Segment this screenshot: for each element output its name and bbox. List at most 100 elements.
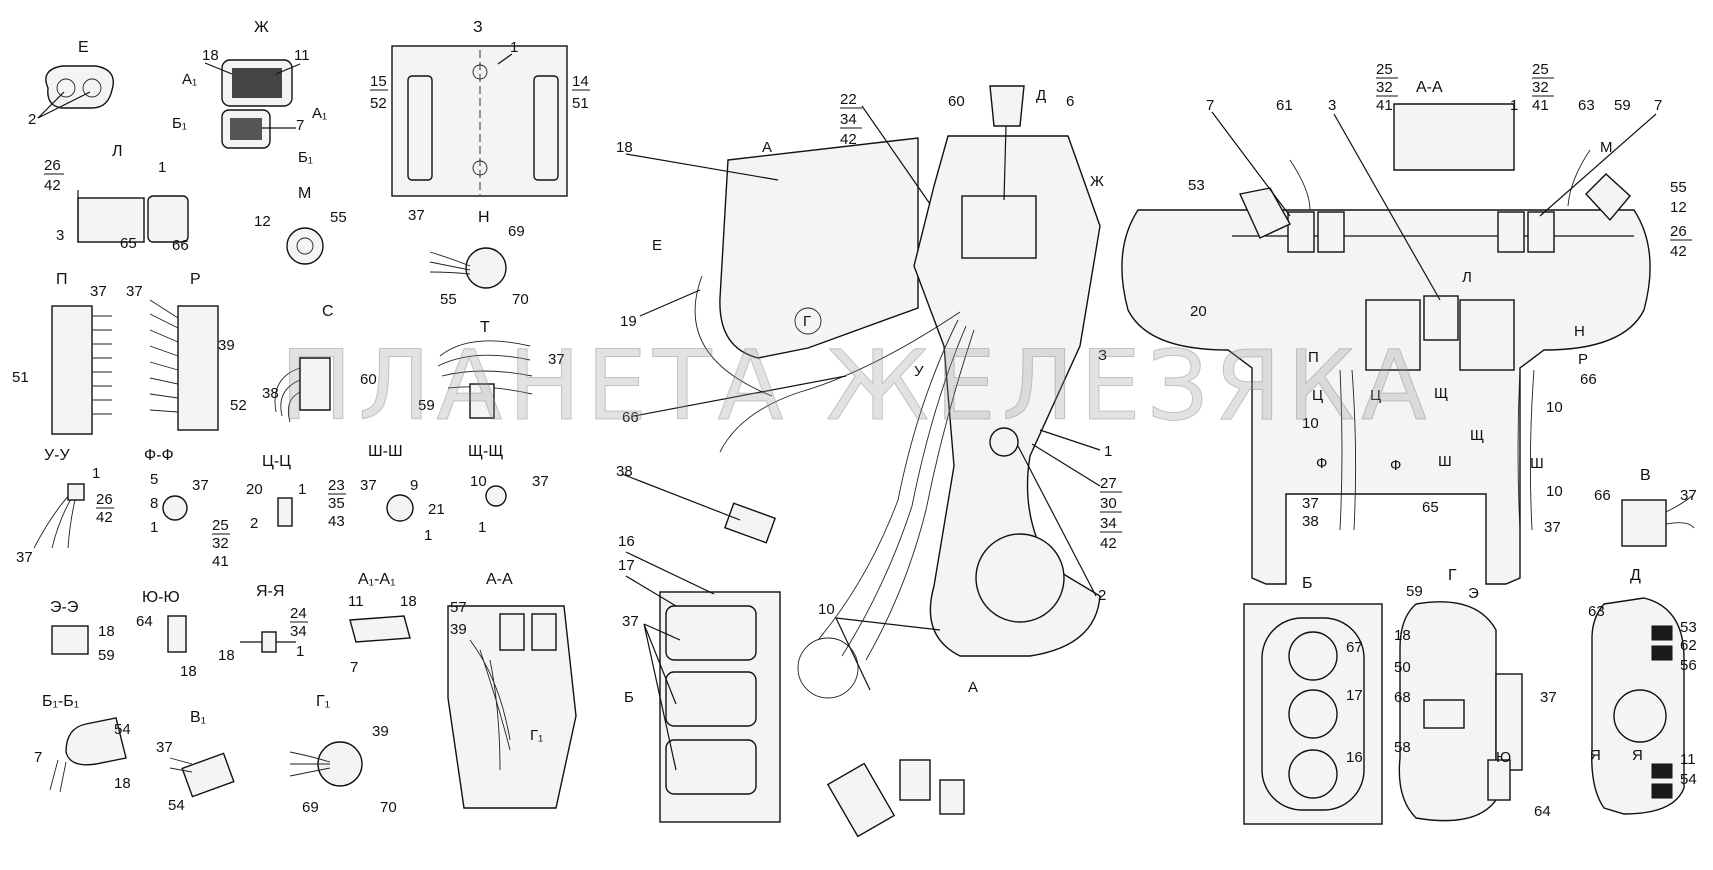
view-g: Г 59 18 50 68 58 37 64 Э Ю <box>1394 567 1557 822</box>
keyhole-icon <box>296 237 314 255</box>
view-l: Л 26 42 1 3 65 66 <box>44 143 189 254</box>
callout-2: 2 <box>250 515 258 532</box>
grommet <box>162 495 188 521</box>
fuse-holder <box>1423 699 1465 729</box>
callout-42: 42 <box>1670 243 1687 260</box>
wire-stubs <box>92 315 112 415</box>
section-title-a1a1: А₁-А₁ <box>358 571 395 588</box>
lever-mount <box>1393 103 1515 171</box>
callout-1: 1 <box>1104 443 1112 460</box>
wires <box>429 251 471 275</box>
section-title-shsh: Ш-Ш <box>368 443 403 460</box>
callout-12: 12 <box>1670 199 1687 216</box>
section-row-1: У-У 1 26 42 37 Ф-Ф 5 37 8 1 25 32 41 Ц-Ц… <box>16 443 549 570</box>
bracket-hole <box>797 637 859 699</box>
callout-25: 25 <box>1376 61 1393 78</box>
round-connector <box>1288 689 1338 739</box>
callout-37: 37 <box>548 351 565 368</box>
section-title-uu: У-У <box>44 447 70 464</box>
wires <box>169 757 193 773</box>
marker-zh: Ж <box>1090 173 1104 190</box>
marker-r: Р <box>1578 351 1588 368</box>
leader-line <box>1017 445 1097 597</box>
round-connector <box>665 739 757 795</box>
leader-line <box>643 623 677 705</box>
callout-60: 60 <box>948 93 965 110</box>
callout-1: 1 <box>424 527 432 544</box>
leader-line <box>1039 429 1101 451</box>
callout-1: 1 <box>158 159 166 176</box>
marker-g: Г <box>803 313 811 330</box>
marker-b: Б <box>624 689 634 706</box>
callout-54: 54 <box>114 721 131 738</box>
marker-a: А <box>968 679 978 696</box>
view-z: З 15 52 14 51 1 <box>370 19 590 197</box>
callout-5: 5 <box>150 471 158 488</box>
marker-b1: Б₁ <box>172 115 187 132</box>
marker-e: Е <box>652 237 662 254</box>
callout-25: 25 <box>212 517 229 534</box>
fuse-block <box>1459 299 1515 371</box>
callout-42: 42 <box>1100 535 1117 552</box>
view-p-r: П Р 37 51 37 39 52 <box>12 271 247 435</box>
callout-1: 1 <box>92 465 100 482</box>
callout-55: 55 <box>330 209 347 226</box>
fuse-block-right <box>177 305 219 431</box>
callout-39: 39 <box>218 337 235 354</box>
callout-55: 55 <box>440 291 457 308</box>
callout-7: 7 <box>350 659 358 676</box>
leader-line <box>643 623 681 641</box>
gear-lever-base <box>961 195 1037 259</box>
wire-stubs <box>149 299 179 413</box>
callout-18: 18 <box>202 47 219 64</box>
callout-10: 10 <box>470 473 487 490</box>
callout-24: 24 <box>290 605 307 622</box>
leader-line <box>633 375 847 417</box>
callout-2: 2 <box>1098 587 1106 604</box>
marker-yu: Ю <box>1496 749 1511 766</box>
callout-66: 66 <box>172 237 189 254</box>
callout-37: 37 <box>16 549 33 566</box>
callout-64: 64 <box>136 613 153 630</box>
callout-37: 37 <box>126 283 143 300</box>
connector-body <box>299 357 331 411</box>
connector <box>469 383 495 419</box>
callout-37: 37 <box>90 283 107 300</box>
wire-loop <box>437 340 533 395</box>
wires <box>274 367 301 423</box>
callout-37: 37 <box>1540 689 1557 706</box>
main-assembly: 18 19 22 34 42 60 6 66 38 16 17 37 10 1 … <box>616 85 1122 838</box>
leader-line <box>204 62 233 75</box>
marker-m: М <box>1600 139 1613 156</box>
harness-down <box>1339 369 1535 531</box>
callout-22: 22 <box>840 91 857 108</box>
switch-section <box>65 717 127 766</box>
section-title-g1: Г₁ <box>316 693 330 710</box>
section-title-v1: В₁ <box>190 709 206 726</box>
wires <box>1665 493 1695 529</box>
connector <box>181 752 235 798</box>
callout-60: 60 <box>360 371 377 388</box>
callout-32: 32 <box>212 535 229 552</box>
view-zh: Ж 18 11 7 А₁ А₁ Б₁ Б₁ <box>172 19 327 166</box>
callout-38: 38 <box>616 463 633 480</box>
callout-67: 67 <box>1346 639 1363 656</box>
leader-line <box>1031 443 1101 487</box>
callout-59: 59 <box>1406 583 1423 600</box>
section-title-z: З <box>473 19 483 36</box>
callout-1: 1 <box>296 643 304 660</box>
marker-sch: Щ <box>1470 427 1484 444</box>
callout-18: 18 <box>616 139 633 156</box>
marker-g1: Г₁ <box>530 727 543 744</box>
callout-21: 21 <box>428 501 445 518</box>
ignition-lock <box>286 227 324 265</box>
section-title-b1b1: Б₁-Б₁ <box>42 693 79 710</box>
callout-51: 51 <box>572 95 589 112</box>
callout-30: 30 <box>1100 495 1117 512</box>
callout-54: 54 <box>168 797 185 814</box>
callout-42: 42 <box>44 177 61 194</box>
switch-53 <box>1651 625 1673 641</box>
callout-18: 18 <box>1394 627 1411 644</box>
connector-38 <box>723 502 777 544</box>
callout-2: 2 <box>28 111 36 128</box>
